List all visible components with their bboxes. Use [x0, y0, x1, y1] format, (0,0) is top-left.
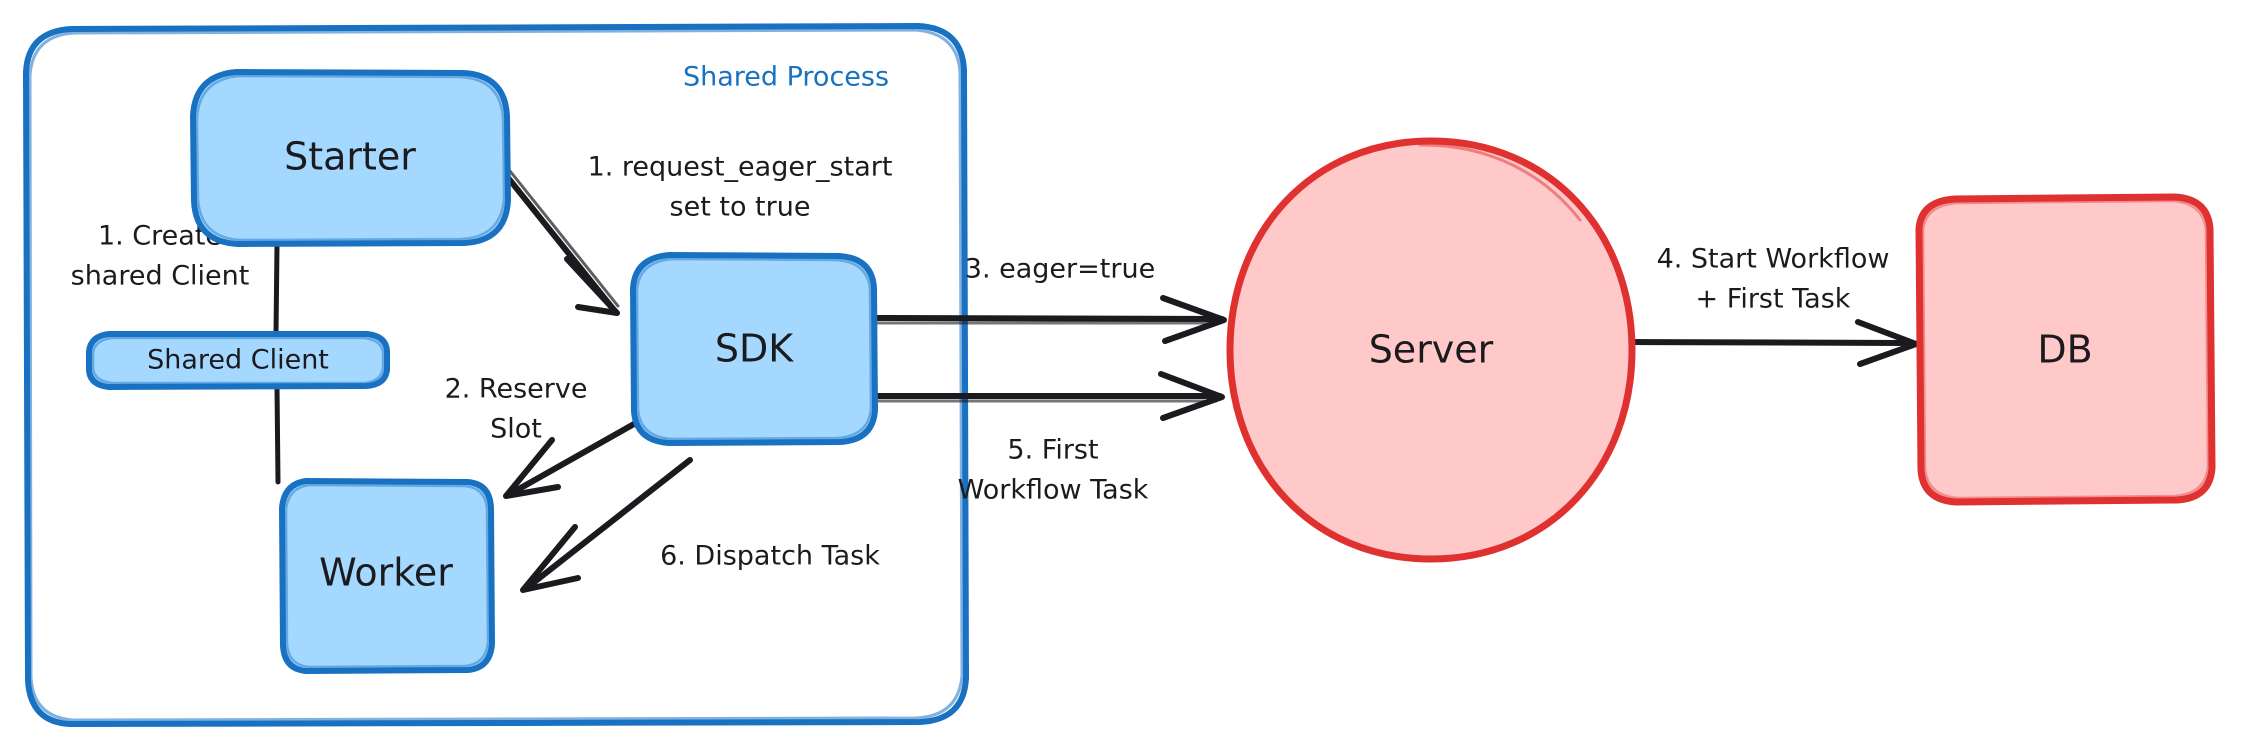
dispatch-task-arrowhead: [520, 524, 581, 593]
shared-client-to-worker-line: [274, 384, 281, 485]
node-db[interactable]: DB: [1915, 193, 2216, 506]
edge-reserve-slot[interactable]: 2. Reserve Slot: [445, 374, 637, 499]
server-label: Server: [1369, 328, 1494, 372]
node-sdk[interactable]: SDK: [630, 252, 878, 446]
edge-label-dispatch-task: 6. Dispatch Task: [660, 541, 880, 572]
edge-start-workflow-first-task[interactable]: 4. Start Workflow + First Task: [1629, 244, 1919, 367]
edge-label-eager-true: 3. eager=true: [965, 254, 1155, 285]
edge-eager-true[interactable]: 3. eager=true: [873, 254, 1227, 344]
edge-label-eager-start-1: 1. request_eager_start: [588, 152, 893, 183]
server-shape-sketch: [1418, 143, 1582, 222]
shared-process-label: Shared Process: [683, 62, 889, 93]
sdk-label: SDK: [715, 327, 794, 371]
starter-shape-sketch: [195, 74, 506, 242]
worker-shape: [279, 478, 495, 674]
server-shape: [1226, 137, 1636, 563]
edge-label-first-workflow-1: 5. First: [1007, 435, 1098, 466]
edge-label-first-workflow-2: Workflow Task: [958, 475, 1149, 506]
reserve-slot-arrowhead: [503, 437, 561, 499]
sdk-shape: [630, 252, 878, 446]
shared-client-shape: [86, 331, 390, 390]
edge-label-start-workflow-2: + First Task: [1696, 284, 1851, 315]
db-label: DB: [2037, 328, 2092, 372]
edge-dispatch-task[interactable]: 6. Dispatch Task: [520, 457, 880, 593]
eager-true-line: [873, 315, 1225, 322]
starter-to-shared-client-line: [273, 242, 280, 336]
shared-client-label: Shared Client: [147, 345, 329, 376]
edge-create-shared-client[interactable]: 1. Create shared Client: [71, 221, 281, 485]
edge-label-start-workflow-1: 4. Start Workflow: [1657, 244, 1890, 275]
eager-true-arrowhead: [1160, 295, 1227, 344]
shared-process-border: [23, 23, 969, 727]
starter-label: Starter: [284, 135, 416, 179]
shared-process-border-sketch: [28, 28, 964, 722]
start-workflow-line: [1629, 339, 1915, 346]
request-eager-start-arrowhead: [564, 256, 620, 316]
db-shape-sketch: [1921, 199, 2210, 500]
db-shape: [1915, 193, 2216, 506]
node-shared-client[interactable]: Shared Client: [86, 331, 390, 390]
shared-client-shape-sketch: [91, 336, 385, 385]
node-worker[interactable]: Worker: [279, 478, 495, 674]
node-starter[interactable]: Starter: [190, 69, 511, 247]
dispatch-task-line: [525, 457, 693, 590]
reserve-slot-line: [507, 421, 637, 497]
edge-label-reserve-slot-2: Slot: [490, 414, 542, 445]
edge-first-workflow-task[interactable]: 5. First Workflow Task: [873, 371, 1225, 506]
group-shared-process[interactable]: Shared Process: [23, 23, 969, 727]
edge-label-create-2: shared Client: [71, 261, 250, 292]
sdk-shape-sketch: [635, 257, 873, 441]
worker-label: Worker: [319, 551, 453, 595]
start-workflow-arrowhead: [1855, 319, 1919, 367]
worker-shape-sketch: [284, 483, 490, 669]
request-eager-start-line-sketch: [508, 169, 620, 308]
starter-shape: [190, 69, 511, 247]
node-server[interactable]: Server: [1226, 137, 1636, 563]
edge-label-reserve-slot-1: 2. Reserve: [445, 374, 588, 405]
edge-request-eager-start[interactable]: 1. request_eager_start set to true: [502, 152, 893, 316]
edge-label-eager-start-2: set to true: [670, 192, 811, 223]
first-workflow-task-arrowhead: [1158, 371, 1225, 421]
